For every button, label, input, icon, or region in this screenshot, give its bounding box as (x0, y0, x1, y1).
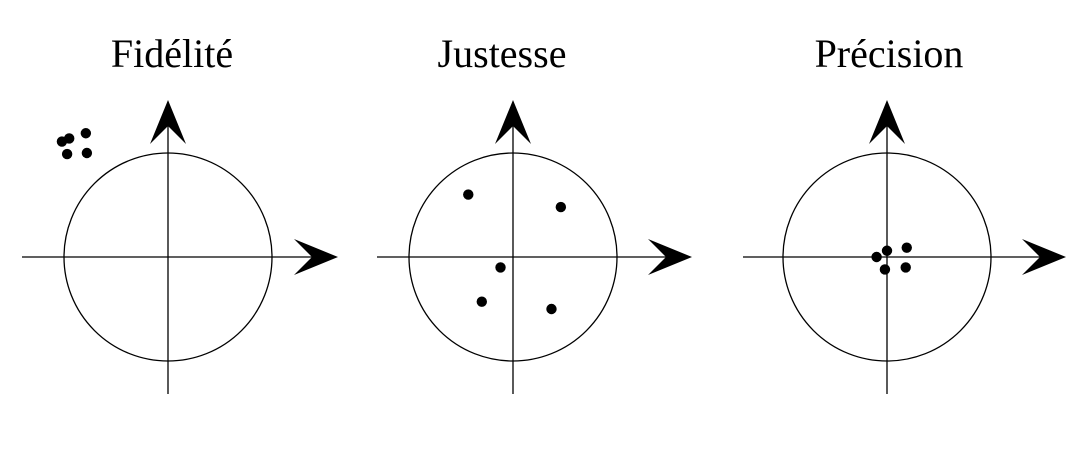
justesse-point-4 (476, 296, 487, 307)
fidelite-point-4 (61, 148, 73, 160)
fidelite-point-2 (63, 133, 75, 144)
justesse-point-2 (555, 201, 567, 213)
fidelite-y-arrowhead (150, 100, 186, 144)
panel-title-fidelite: Fidélité (110, 31, 234, 76)
panel-justesse (377, 100, 692, 394)
precision-x-arrowhead (1022, 239, 1066, 275)
fidelite-point-3 (80, 128, 92, 139)
precision-point-1 (871, 251, 882, 263)
fidelite-point-5 (81, 147, 93, 159)
panel-title-justesse: Justesse (437, 31, 567, 76)
precision-y-arrowhead (869, 100, 905, 144)
justesse-x-arrowhead (648, 239, 692, 275)
justesse-y-arrowhead (495, 100, 531, 144)
precision-point-3 (901, 242, 912, 253)
fidelite-x-arrowhead (294, 239, 338, 275)
panel-title-precision: Précision (814, 31, 964, 76)
panel-fidelite (22, 100, 338, 394)
justesse-point-5 (546, 303, 557, 315)
precision-point-5 (900, 262, 911, 273)
panel-precision (743, 100, 1066, 394)
precision-point-4 (879, 264, 891, 275)
justesse-point-3 (495, 262, 506, 273)
justesse-point-1 (463, 189, 474, 200)
precision-point-2 (881, 245, 893, 256)
